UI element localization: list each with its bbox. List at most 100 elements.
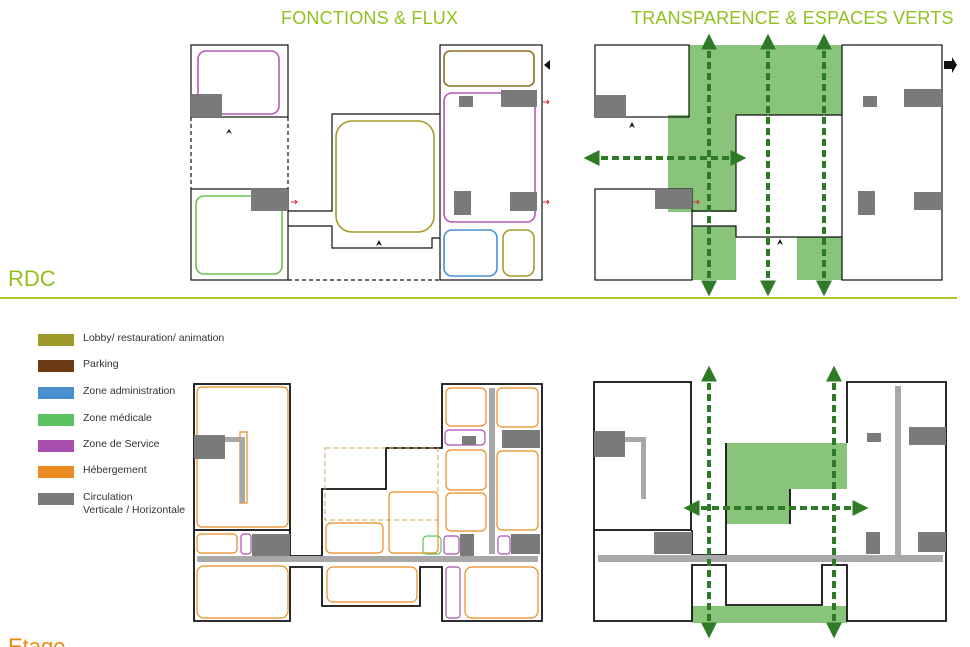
core-e4-2 [914,192,942,210]
legend-label-medical: Zone médicale [83,412,152,424]
room-service [445,566,461,619]
legend-item-medical: Zone médicale [38,412,152,426]
legend-label-circulation-line2: Verticale / Horizontale [83,504,186,516]
core-sw [251,189,288,211]
ground-transparency-plan [583,33,957,297]
upper-transparency-plan [593,365,947,639]
room-housing [496,387,539,428]
legend-label-circulation-line1: Circulation [83,491,133,503]
corridor-nw [225,437,245,503]
level-divider [0,297,957,299]
zone-medical-sw [195,195,283,275]
core-e1 [459,96,473,107]
corridor-vertical [489,388,495,554]
main-entrance-arrow-icon [944,57,957,73]
building-nw [190,44,289,118]
legend-label-administration: Zone administration [83,385,176,397]
room-housing [326,566,418,603]
legend-item-service: Zone de Service [38,438,159,452]
upper-open-void [324,447,439,521]
upper-core [462,436,476,445]
zone-lobby-central [335,120,435,233]
building-nw-2 [594,44,690,118]
legend-swatch-housing [38,466,74,478]
zone-lobby-ne [443,50,535,87]
upper-core-2 [654,532,692,554]
ground-visual-axes [583,33,832,297]
legend-swatch-parking [38,360,74,372]
room-housing [388,491,439,554]
upper-core [460,534,474,556]
room-housing [445,492,487,532]
legend-swatch-circulation [38,493,74,505]
upper-core-2 [594,431,625,457]
upper-core-2 [867,433,881,442]
upper-core [502,430,540,448]
legend-item-housing: Hébergement [38,464,147,478]
ground-functions-plan [190,44,550,281]
core-sw-2 [655,189,692,209]
upper-corridors [197,388,538,562]
zone-administration [443,229,498,277]
main-entrance-arrow-icon [544,60,550,70]
core-nw-2 [595,95,626,117]
building-sw [190,188,289,281]
room-housing [196,565,289,619]
ground-transparency-access [693,199,700,205]
ground-access-arrows [291,99,550,205]
room-medical [422,535,442,555]
upper-core-2 [866,532,880,554]
upper-cores [194,430,540,556]
upper-housing-rooms [196,386,539,619]
legend-item-lobby: Lobby/ restauration/ animation [38,332,224,346]
core-e2-2 [904,89,942,107]
ground-floor-label: RDC [8,266,56,291]
access-arrow-icon [291,199,298,205]
upper-transparency-corridors [598,386,943,562]
access-arrow-icon [543,199,550,205]
ground-transparency-cores [595,89,942,215]
ground-green-spaces [668,45,842,280]
legend-swatch-administration [38,387,74,399]
legend-swatch-lobby [38,334,74,346]
access-arrow-icon [693,199,700,205]
legend-label-parking: Parking [83,358,119,370]
room-housing [464,566,539,619]
ground-zones [195,50,536,277]
core-e1-2 [863,96,877,107]
room-housing [445,387,487,427]
open-court-dashed [190,117,440,281]
legend-label-circulation: Circulation Verticale / Horizontale [83,491,185,517]
room-service [443,535,460,555]
room-housing [196,533,238,554]
zone-service-east [443,92,536,223]
core-e3-2 [858,191,875,215]
green-se [797,237,842,280]
functions-flows-heading: FONCTIONS & FLUX [281,8,459,28]
legend-item-circulation: Circulation Verticale / Horizontale [38,491,185,517]
core-e2 [501,90,537,107]
upper-core-2 [918,532,946,552]
legend-item-administration: Zone administration [38,385,175,399]
upper-green-spaces [692,443,847,623]
ground-functions-walls [190,44,543,281]
legend-label-service: Zone de Service [83,438,160,450]
core-e3 [454,191,471,215]
corridor-horizontal-2 [598,555,943,562]
upper-visual-axes [683,365,869,639]
building-east-2 [841,44,943,281]
legend-label-housing: Hébergement [83,464,147,476]
upper-transparency-cores [594,427,946,554]
core-e4 [510,192,537,211]
central-block-outline [288,113,440,249]
room-service [497,535,511,555]
room-service [240,533,252,555]
green-south-strip [692,606,847,623]
building-east [439,44,543,281]
green-sw [692,226,736,280]
ground-transparency-entrances [629,57,957,245]
ground-entrances [226,60,550,246]
access-arrow-icon [543,99,550,105]
